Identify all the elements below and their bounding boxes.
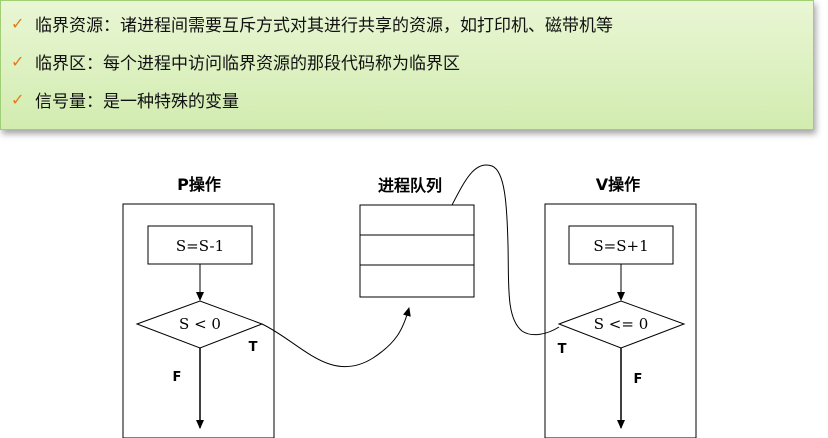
v-condition-diamond xyxy=(557,300,686,349)
checkmark-icon: ✓ xyxy=(11,90,25,109)
process-queue xyxy=(359,204,475,298)
v-operation-title: V操作 xyxy=(596,175,640,194)
bullet-item-critical-section: ✓ 临界区：每个进程中访问临界资源的那段代码称为临界区 xyxy=(11,49,460,74)
bullet-item-semaphore: ✓ 信号量：是一种特殊的变量 xyxy=(11,87,239,112)
v-step-label: S=S+1 xyxy=(593,237,648,255)
checkmark-icon: ✓ xyxy=(11,14,25,33)
queue-title: 进程队列 xyxy=(378,176,442,195)
p-step-label: S=S-1 xyxy=(176,237,224,255)
v-true-label: T xyxy=(558,342,567,357)
v-operation-frame xyxy=(544,203,697,438)
p-operation-title: P操作 xyxy=(177,175,221,194)
v-condition-label: S <= 0 xyxy=(594,315,649,333)
p-condition-label: S < 0 xyxy=(179,315,221,333)
queue-to-v-connector xyxy=(451,164,560,336)
p-to-queue-connector xyxy=(261,307,411,368)
bullet-item-critical-resource: ✓ 临界资源：诸进程间需要互斥方式对其进行共享的资源，如打印机、磁带机等 xyxy=(11,11,613,36)
bullet-text: 信号量：是一种特殊的变量 xyxy=(35,92,239,112)
bullet-text: 临界区：每个进程中访问临界资源的那段代码称为临界区 xyxy=(35,54,460,74)
p-true-label: T xyxy=(249,340,258,355)
checkmark-icon: ✓ xyxy=(11,52,25,71)
bullet-text: 临界资源：诸进程间需要互斥方式对其进行共享的资源，如打印机、磁带机等 xyxy=(35,16,613,36)
definition-panel: ✓ 临界资源：诸进程间需要互斥方式对其进行共享的资源，如打印机、磁带机等 ✓ 临… xyxy=(0,0,814,130)
v-false-label: F xyxy=(634,372,643,387)
p-false-label: F xyxy=(173,370,182,385)
p-operation-frame xyxy=(122,203,275,438)
